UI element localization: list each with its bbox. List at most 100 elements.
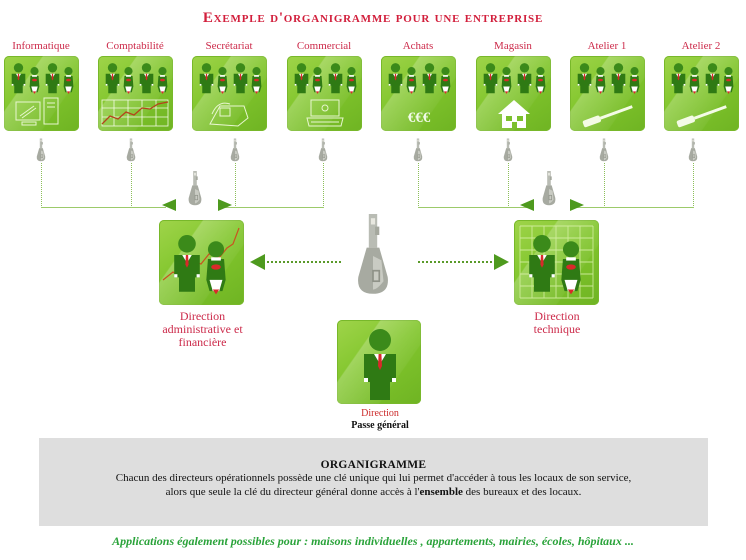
department-label: Secrétariat: [205, 40, 253, 52]
info-heading: ORGANIGRAMME: [320, 459, 427, 471]
arrow-right-icon: [218, 199, 232, 211]
connector-line: [41, 163, 42, 208]
arrow-left-icon: [162, 199, 176, 211]
employee-woman-icon: [250, 65, 263, 95]
arrow-right-icon: [494, 254, 509, 270]
employee-man-icon: [516, 62, 533, 94]
department-tile[interactable]: €€€: [381, 56, 456, 131]
director-woman-icon: [558, 238, 584, 296]
employee-man-icon: [576, 62, 593, 94]
admin-direction-tile[interactable]: [159, 220, 244, 305]
phone-icon: [209, 102, 249, 127]
employee-man-icon: [10, 62, 27, 94]
connector-line: [220, 207, 324, 208]
general-direction-tile[interactable]: [337, 320, 421, 404]
department-key-icon: [35, 138, 47, 163]
employee-woman-icon: [405, 65, 418, 95]
department-label: Atelier 1: [587, 40, 627, 52]
employee-man-icon: [44, 62, 61, 94]
department-label: Commercial: [296, 40, 352, 52]
arrow-left-icon: [520, 199, 534, 211]
employee-woman-icon: [345, 65, 358, 95]
employee-woman-icon: [62, 65, 75, 95]
department-tile[interactable]: [287, 56, 362, 131]
department-tile[interactable]: [192, 56, 267, 131]
department-tile[interactable]: [476, 56, 551, 131]
director-man-icon: [171, 234, 203, 292]
department-tile[interactable]: [4, 56, 79, 131]
director-woman-icon: [203, 238, 229, 296]
employee-woman-icon: [156, 65, 169, 95]
tech-direction-label: Direction technique: [497, 310, 617, 336]
computer-icon: [15, 97, 59, 126]
employee-woman-icon: [534, 65, 547, 95]
general-direction-label: Direction Passe général: [320, 408, 440, 432]
admin-direction-label: Direction administrative et financière: [140, 310, 265, 349]
employee-woman-icon: [439, 65, 452, 95]
general-direction-subtitle: Passe général: [351, 420, 409, 431]
connector-line: [235, 163, 236, 208]
employee-woman-icon: [28, 65, 41, 95]
employee-man-icon: [293, 62, 310, 94]
employee-woman-icon: [216, 65, 229, 95]
info-line-1: Chacun des directeurs opérationnels poss…: [115, 472, 632, 484]
connector-line: [604, 163, 605, 208]
employee-woman-icon: [500, 65, 513, 95]
tech-direction-tile[interactable]: [514, 220, 599, 305]
employee-man-icon: [198, 62, 215, 94]
department-key-icon: [687, 138, 699, 163]
director-man-icon: [526, 234, 558, 292]
connector-line: [508, 163, 509, 208]
screwdriver-icon: [582, 105, 633, 128]
department-key-icon: [598, 138, 610, 163]
employee-woman-icon: [688, 65, 701, 95]
department-label: Atelier 2: [681, 40, 721, 52]
info-text: des bureaux et des locaux.: [462, 486, 582, 498]
arrow-right-icon: [570, 199, 584, 211]
laptop-icon: [306, 99, 344, 127]
connector-line: [693, 163, 694, 208]
employee-woman-icon: [594, 65, 607, 95]
admin-key-icon: [186, 170, 204, 208]
info-line-2: alors que seule la clé du directeur géné…: [39, 485, 708, 499]
connector-line: [41, 207, 166, 208]
tech-key-icon: [540, 170, 558, 208]
admin-direction-line: financière: [178, 335, 227, 349]
department-key-icon: [125, 138, 137, 163]
department-tile[interactable]: [570, 56, 645, 131]
employee-man-icon: [327, 62, 344, 94]
euro-icon: €€€: [408, 110, 431, 126]
footer-applications: Applications également possibles pour : …: [112, 534, 634, 548]
tech-direction-line: Direction: [534, 309, 580, 323]
admin-direction-line: Direction: [179, 309, 226, 323]
department-key-icon: [229, 138, 241, 163]
employee-woman-icon: [311, 65, 324, 95]
employee-woman-icon: [722, 65, 735, 95]
info-bold-text: ensemble: [419, 486, 463, 498]
admin-direction-line: administrative et: [162, 322, 243, 336]
chart-icon: [101, 99, 169, 127]
svg-text:€€€: €€€: [408, 110, 431, 126]
employee-man-icon: [104, 62, 121, 94]
employee-woman-icon: [628, 65, 641, 95]
department-tile[interactable]: [664, 56, 739, 131]
employee-man-icon: [387, 62, 404, 94]
department-label: Magasin: [494, 40, 532, 52]
department-tile[interactable]: [98, 56, 173, 131]
employee-woman-icon: [122, 65, 135, 95]
connector-line: [575, 207, 694, 208]
employee-man-icon: [610, 62, 627, 94]
arrow-left-icon: [250, 254, 265, 270]
tech-direction-line: technique: [533, 322, 581, 336]
connector-arrow-line: [267, 261, 341, 263]
screwdriver-icon: [676, 105, 727, 128]
connector-line: [418, 163, 419, 208]
director-man-icon: [360, 328, 400, 400]
general-direction-title: Direction: [361, 408, 399, 419]
house-icon: [498, 100, 530, 128]
master-key-icon: [352, 208, 394, 304]
employee-man-icon: [232, 62, 249, 94]
employee-man-icon: [670, 62, 687, 94]
connector-arrow-line: [418, 261, 496, 263]
department-key-icon: [412, 138, 424, 163]
